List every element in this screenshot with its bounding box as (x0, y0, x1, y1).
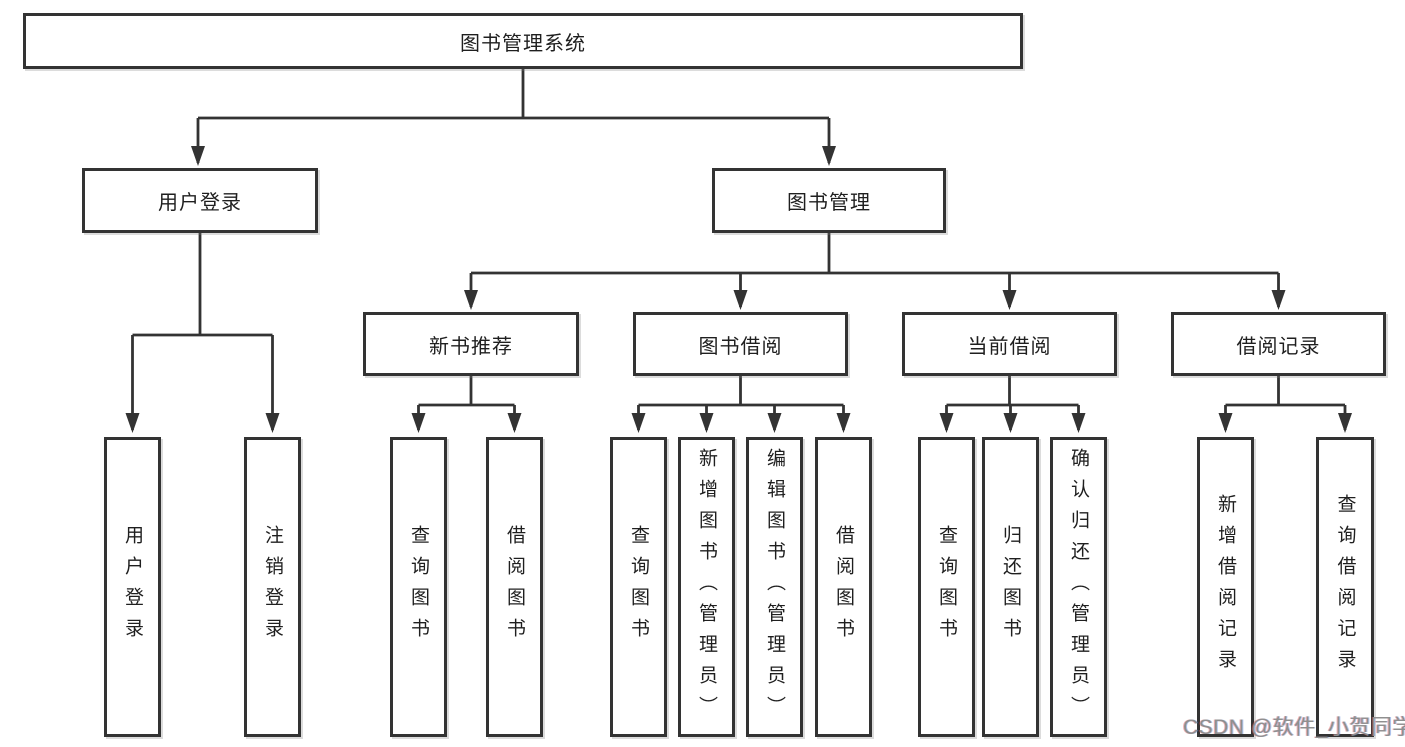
node-current-borrowing: 当前借阅 (902, 312, 1117, 376)
node-book-management: 图书管理 (712, 168, 946, 233)
leaf-borrow-books: 借阅图书 (815, 437, 872, 737)
node-label: 新书推荐 (429, 335, 513, 358)
leaf-return-books: 归还图书 (982, 437, 1039, 737)
leaf-logout: 注销登录 (244, 437, 301, 737)
node-label: 用户登录 (158, 192, 242, 214)
leaf-query-borrow-record: 查询借阅记录 (1316, 437, 1374, 737)
leaf-label: 编辑图书（管理员） (764, 447, 785, 727)
csdn-watermark: CSDN @软件_小贺同学 (1183, 716, 1405, 739)
leaf-label: 查询图书 (408, 525, 429, 649)
leaf-borrow-books-rec: 借阅图书 (486, 437, 543, 737)
node-new-book-recommendation: 新书推荐 (363, 312, 579, 376)
leaf-label: 借阅图书 (833, 525, 854, 649)
leaf-confirm-return-admin: 确认归还（管理员） (1050, 437, 1107, 737)
leaf-user-login: 用户登录 (104, 437, 161, 737)
leaf-label: 用户登录 (122, 525, 143, 649)
node-label: 图书管理系统 (460, 32, 586, 55)
leaf-label: 查询借阅记录 (1334, 494, 1356, 680)
leaf-label: 查询图书 (628, 525, 649, 649)
leaf-query-books-borrow: 查询图书 (610, 437, 667, 737)
node-borrowing-records: 借阅记录 (1171, 312, 1386, 376)
node-label: 借阅记录 (1236, 335, 1321, 358)
leaf-label: 借阅图书 (504, 525, 525, 649)
leaf-label: 归还图书 (1000, 525, 1021, 649)
node-label: 当前借阅 (967, 335, 1052, 358)
leaf-label: 新增借阅记录 (1215, 494, 1236, 680)
leaf-label: 新增图书（管理员） (696, 447, 717, 727)
leaf-query-books-rec: 查询图书 (390, 437, 447, 737)
node-library-management-system: 图书管理系统 (23, 13, 1023, 69)
leaf-add-book-admin: 新增图书（管理员） (678, 437, 735, 737)
leaf-add-borrow-record: 新增借阅记录 (1197, 437, 1254, 737)
leaf-query-books-current: 查询图书 (918, 437, 975, 737)
leaf-label: 查询图书 (936, 525, 957, 649)
leaf-label: 确认归还（管理员） (1068, 447, 1089, 727)
leaf-label: 注销登录 (262, 525, 283, 649)
leaf-edit-book-admin: 编辑图书（管理员） (746, 437, 803, 737)
node-label: 图书借阅 (698, 335, 783, 358)
node-book-borrowing: 图书借阅 (633, 312, 848, 376)
node-user-login: 用户登录 (82, 168, 318, 233)
node-label: 图书管理 (787, 192, 871, 214)
